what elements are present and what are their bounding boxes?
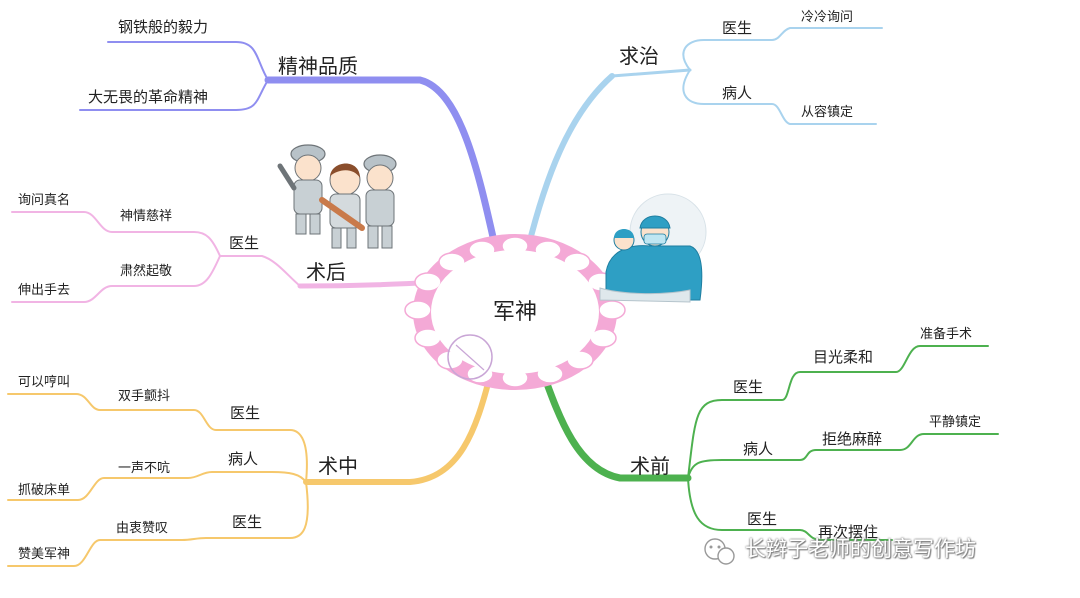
shuzhong-doctor1-leaf: 可以哼叫 [18,376,70,389]
branch-qiuzhi-lines [528,28,882,248]
shuqian-doctor1-leaf: 准备手术 [920,328,972,341]
shuzhong-patient-mid: 一声不吭 [118,462,170,475]
qiuzhi-doctor-label: 医生 [722,21,752,36]
soldiers-illustration [280,145,396,248]
jingshen-leaf-1: 钢铁般的毅力 [118,20,208,35]
branch-label-shuzhong: 术中 [318,456,358,476]
shuhou-leaf-1: 询问真名 [18,194,70,207]
qiuzhi-patient-label: 病人 [722,86,752,101]
branch-label-shuqian: 术前 [630,456,670,476]
watermark-text: 长辫子老师的创意写作坊 [745,539,976,560]
shuqian-patient-leaf: 平静镇定 [929,416,981,429]
shuhou-doctor-label: 医生 [229,236,259,251]
shuqian-doctor1-label: 医生 [733,380,763,395]
shuqian-patient-mid: 拒绝麻醉 [822,432,882,447]
center-topic: 军神 [493,302,537,324]
shuqian-doctor1-mid: 目光柔和 [813,350,873,365]
shuzhong-patient-leaf: 抓破床单 [18,484,70,497]
shuqian-patient-label: 病人 [743,442,773,457]
shuhou-leaf-2: 伸出手去 [18,284,70,297]
jingshen-leaf-2: 大无畏的革命精神 [88,90,208,105]
qiuzhi-doctor-leaf: 冷冷询问 [801,11,853,24]
qiuzhi-patient-leaf: 从容镇定 [801,106,853,119]
shuzhong-doctor2-mid: 由衷赞叹 [116,522,168,535]
shuzhong-doctor2-label: 医生 [232,515,262,530]
doctors-illustration [600,194,706,302]
shuhou-mid-2: 肃然起敬 [120,265,172,278]
branch-label-jingshen: 精神品质 [278,56,358,76]
shuzhong-patient-label: 病人 [228,452,258,467]
shuzhong-doctor1-label: 医生 [230,406,260,421]
shuzhong-doctor1-mid: 双手颤抖 [118,390,170,403]
branch-label-qiuzhi: 求治 [619,46,659,66]
shuhou-mid-1: 神情慈祥 [120,210,172,223]
shuzhong-doctor2-leaf: 赞美军神 [18,548,70,561]
shuqian-doctor2-label: 医生 [747,512,777,527]
wechat-icon [705,539,734,564]
branch-label-shuhou: 术后 [306,262,346,282]
